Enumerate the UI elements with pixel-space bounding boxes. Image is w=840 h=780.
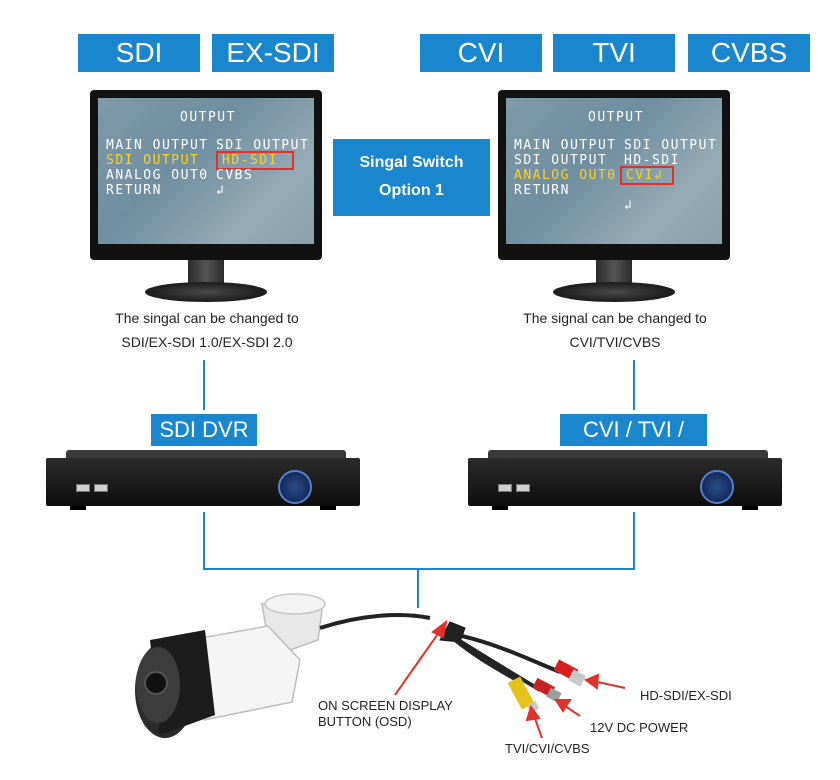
label-osd: ON SCREEN DISPLAY BUTTON (OSD) xyxy=(318,698,453,730)
connector-right-lower xyxy=(633,512,635,570)
highlight-box xyxy=(620,166,674,185)
osd-row-label: MAIN OUTPUT xyxy=(514,138,617,153)
return-icon: ↲ xyxy=(624,198,634,213)
camera-body xyxy=(135,625,301,738)
caption-left-line-2: SDI/EX-SDI 1.0/EX-SDI 2.0 xyxy=(121,334,293,350)
return-icon: ↲ xyxy=(216,183,226,198)
camera-lens xyxy=(144,671,168,695)
osd-row-value: CVI↲ xyxy=(626,168,664,183)
connector-horizontal xyxy=(203,568,635,570)
osd-row-value: HD-SDI xyxy=(624,153,680,168)
osd-row-value: HD-SDI xyxy=(222,153,278,168)
osd-row-label: RETURN xyxy=(106,183,162,198)
switch-line-2: Option 1 xyxy=(379,182,444,199)
tag-cvi: CVI xyxy=(420,34,542,72)
switch-line-1: Singal Switch xyxy=(359,154,464,171)
osd-row-label: RETURN xyxy=(514,183,570,198)
highlight-box xyxy=(216,151,294,170)
monitor-left-base xyxy=(145,282,267,302)
control-dial xyxy=(278,470,312,504)
caption-right: The signal can be changed to CVI/TVI/CVB… xyxy=(480,306,750,354)
connector-bnc xyxy=(553,659,586,687)
arrows xyxy=(394,619,626,739)
osd-row-value: SDI OUTPUT xyxy=(216,138,310,153)
label-osd-line-1: ON SCREEN DISPLAY xyxy=(318,698,453,713)
connector-power xyxy=(532,677,562,703)
label-analog: TVI/CVI/CVBS xyxy=(505,741,590,756)
monitor-right: OUTPUT MAIN OUTPUT SDI OUTPUT SDI OUTPUT… xyxy=(498,90,730,305)
osd-row-value: SDI OUTPUT xyxy=(624,138,718,153)
caption-left-line-1: The singal can be changed to xyxy=(115,310,299,326)
label-sdi-dvr: SDI DVR xyxy=(151,414,257,446)
dvr-foot xyxy=(492,506,508,510)
control-dial xyxy=(700,470,734,504)
dvr-right xyxy=(468,450,784,512)
monitor-right-base xyxy=(553,282,675,302)
label-hd-sdi: HD-SDI/EX-SDI xyxy=(640,688,732,703)
tag-ex-sdi: EX-SDI xyxy=(212,34,334,72)
connector-right-upper xyxy=(633,360,635,410)
caption-right-line-2: CVI/TVI/CVBS xyxy=(569,334,661,350)
connector-center xyxy=(417,568,419,608)
usb-port xyxy=(76,484,90,492)
osd-title: OUTPUT xyxy=(588,110,644,125)
caption-right-line-1: The signal can be changed to xyxy=(523,310,707,326)
osd-row-label: SDI OUTPUT xyxy=(514,153,608,168)
osd-row-label: SDI OUTPUT xyxy=(106,153,200,168)
dvr-left xyxy=(46,450,362,512)
tag-sdi: SDI xyxy=(78,34,200,72)
osd-row-label: ANALOG OUT0 xyxy=(106,168,209,183)
osd-title: OUTPUT xyxy=(180,110,236,125)
camera-cables xyxy=(319,613,561,692)
connector-left-lower xyxy=(203,512,205,570)
dvr-foot xyxy=(70,506,86,510)
monitor-left-screen: OUTPUT MAIN OUTPUT SDI OUTPUT SDI OUTPUT… xyxy=(98,98,314,244)
label-power: 12V DC POWER xyxy=(590,720,689,735)
tag-cvbs: CVBS xyxy=(688,34,810,72)
caption-left: The singal can be changed to SDI/EX-SDI … xyxy=(72,306,342,354)
osd-row-label: MAIN OUTPUT xyxy=(106,138,209,153)
osd-row-value: CVBS xyxy=(216,168,254,183)
monitor-right-screen: OUTPUT MAIN OUTPUT SDI OUTPUT SDI OUTPUT… xyxy=(506,98,722,244)
connector-left-upper xyxy=(203,360,205,410)
label-osd-line-2: BUTTON (OSD) xyxy=(318,714,412,729)
monitor-left: OUTPUT MAIN OUTPUT SDI OUTPUT SDI OUTPUT… xyxy=(90,90,322,305)
tag-tvi: TVI xyxy=(553,34,675,72)
signal-switch-box: Singal Switch Option 1 xyxy=(333,139,490,216)
osd-row-label: ANALOG OUT0 xyxy=(514,168,617,183)
usb-port xyxy=(94,484,108,492)
usb-port xyxy=(498,484,512,492)
usb-port xyxy=(516,484,530,492)
dvr-foot xyxy=(320,506,336,510)
dvr-foot xyxy=(742,506,758,510)
